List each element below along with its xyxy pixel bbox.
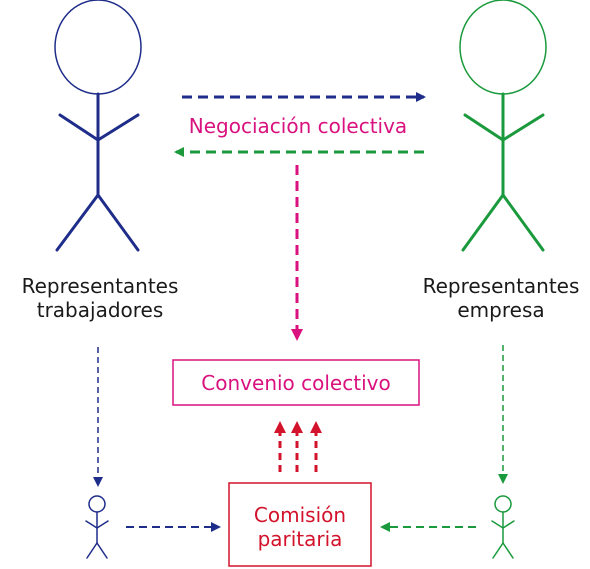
company-delegate-head — [494, 495, 512, 513]
workers-label-line1: Representantes — [22, 274, 179, 298]
workers-delegate-head — [88, 495, 106, 513]
workers-delegate-figure — [85, 495, 109, 559]
company-label-line2: empresa — [457, 298, 544, 322]
commission-box — [228, 482, 372, 567]
company-label-line1: Representantes — [423, 274, 580, 298]
workers-representative-figure — [54, 0, 142, 252]
commission-label-line2: paritaria — [258, 527, 343, 551]
agreement-label: Convenio colectivo — [201, 371, 390, 395]
commission-label-line1: Comisión — [254, 503, 346, 527]
workers-figure-head — [54, 0, 142, 95]
negotiation-label: Negociación colectiva — [189, 114, 407, 138]
agreement-box — [172, 359, 420, 406]
workers-label-line2: trabajadores — [37, 298, 164, 322]
company-figure-head — [459, 0, 547, 95]
company-representative-figure — [459, 0, 547, 252]
company-delegate-figure — [491, 495, 515, 559]
